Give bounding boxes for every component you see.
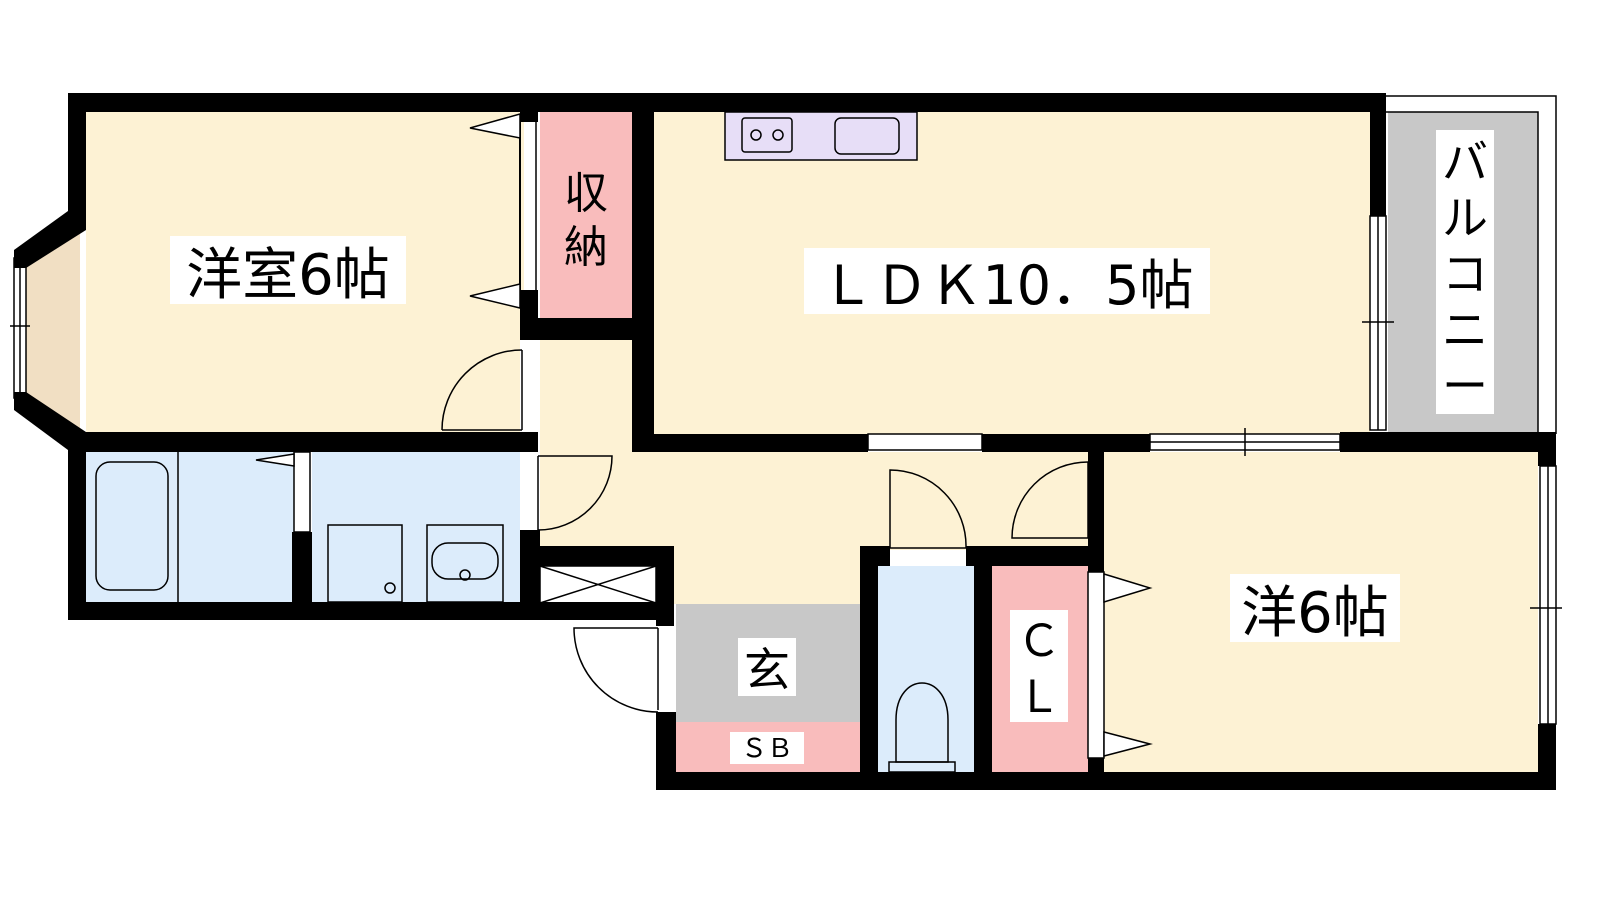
stove-icon bbox=[741, 117, 793, 153]
storage-label-char-2: 納 bbox=[564, 222, 608, 273]
bathtub-icon bbox=[95, 461, 169, 591]
shoe-box-label: ＳＢ bbox=[741, 734, 793, 764]
closet-doors[interactable] bbox=[1087, 571, 1153, 759]
western-room-2-label: 洋6帖 bbox=[1241, 581, 1389, 646]
sink-icon bbox=[834, 117, 900, 155]
balcony-label-char-1: バ bbox=[1442, 135, 1488, 189]
room1-closet-doors[interactable] bbox=[469, 113, 537, 309]
entrance-label: 玄 bbox=[744, 643, 790, 697]
closet-label-char-2: Ｌ bbox=[1017, 672, 1061, 723]
entrance-door[interactable] bbox=[573, 626, 676, 713]
toilet-icon bbox=[895, 682, 949, 763]
closet-label-char-1: Ｃ bbox=[1017, 616, 1061, 667]
storage-floor bbox=[540, 112, 632, 320]
ldk-label: ＬＤＫ10．5帖 bbox=[820, 254, 1193, 317]
washbasin-icon bbox=[431, 542, 499, 580]
bathroom-door[interactable] bbox=[255, 451, 311, 533]
hallway-floor bbox=[540, 340, 1098, 604]
toilet-door[interactable] bbox=[889, 469, 967, 549]
walls bbox=[14, 93, 1556, 790]
balcony-label-char-5: ー bbox=[1442, 359, 1488, 413]
balcony-label-char-3: コ bbox=[1442, 247, 1488, 301]
room2-door[interactable] bbox=[1011, 461, 1089, 539]
balcony-label-char-2: ル bbox=[1442, 191, 1488, 245]
storage-label-char-1: 収 bbox=[564, 168, 608, 219]
room1-door[interactable] bbox=[441, 340, 538, 432]
washing-machine-icon bbox=[327, 524, 403, 603]
bay-window bbox=[22, 225, 80, 430]
ldk-south-window bbox=[867, 433, 983, 451]
western-room-1-label: 洋室6帖 bbox=[186, 243, 390, 308]
washroom-door[interactable] bbox=[520, 452, 613, 531]
balcony-label-char-4: ニ bbox=[1442, 303, 1488, 357]
